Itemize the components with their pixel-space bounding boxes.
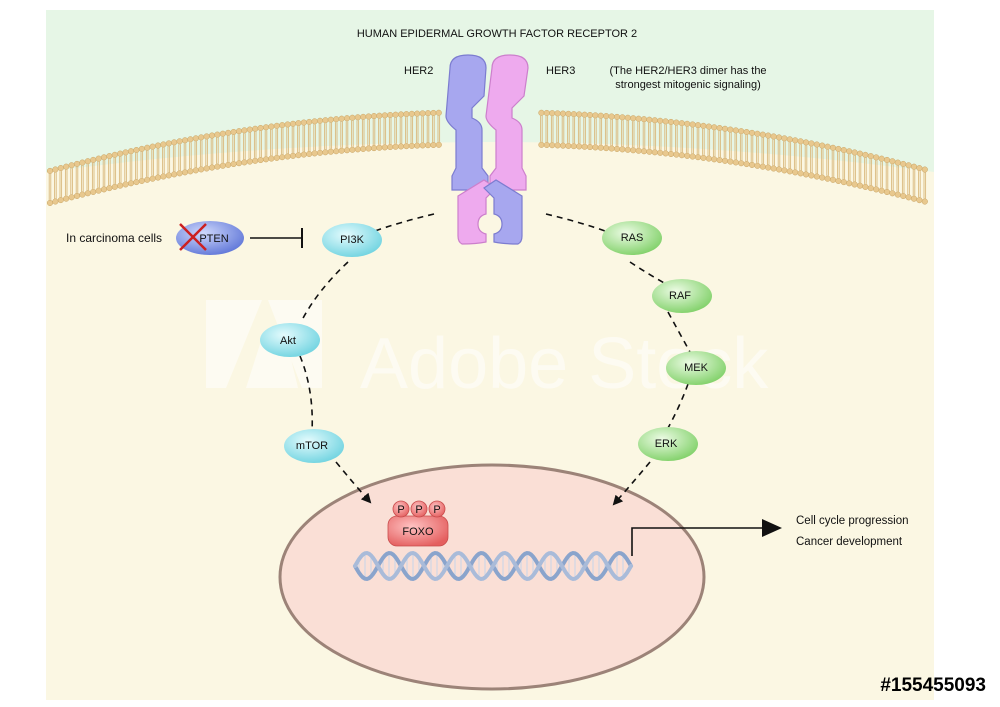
svg-text:MEK: MEK: [684, 362, 709, 374]
foxo-label: FOXO: [402, 526, 434, 538]
ras-raf-connector: [629, 261, 667, 285]
svg-text:Akt: Akt: [280, 335, 296, 347]
svg-text:mTOR: mTOR: [296, 440, 328, 452]
her2-extracellular-domain: [445, 54, 489, 191]
pten-node: [176, 221, 244, 255]
svg-text:ERK: ERK: [655, 438, 678, 450]
mtor-nucleus-arrow: [335, 461, 372, 504]
her2-label: HER2: [404, 65, 433, 77]
dimer-note-line2: strongest mitogenic signaling): [615, 79, 761, 91]
her3-label: HER3: [546, 65, 575, 77]
nucleus: [278, 463, 706, 691]
phosphate-2: [410, 500, 428, 518]
phospholipid-bilayer: [46, 109, 928, 206]
stock-id: #155455093: [880, 675, 986, 696]
phosphate-3: [428, 500, 446, 518]
her3-intracellular-domain: [457, 179, 497, 245]
erk-node: ERK: [638, 427, 698, 461]
outcome-cancer: Cancer development: [796, 536, 903, 548]
outcome-cell-cycle: Cell cycle progression: [796, 515, 909, 527]
dna-helix: [353, 550, 633, 582]
foxo-complex: FOXO P P P: [387, 500, 449, 547]
ras-connector: [545, 213, 609, 233]
raf-node: RAF: [652, 279, 712, 313]
raf-mek-connector: [667, 311, 691, 353]
her2-intracellular-domain: [483, 179, 523, 245]
pi3k-node: PI3K: [322, 223, 382, 257]
mek-erk-connector: [667, 383, 689, 429]
svg-text:P: P: [415, 504, 422, 516]
dimer-note-line1: (The HER2/HER3 dimer has the: [609, 65, 766, 77]
pten-deletion-cross: [179, 223, 207, 251]
svg-text:PI3K: PI3K: [340, 234, 365, 246]
mtor-node: mTOR: [284, 429, 344, 463]
svg-text:RAS: RAS: [621, 232, 644, 244]
transcription-outcome-arrow: [631, 519, 782, 556]
her2-her3-receptor: [445, 54, 529, 245]
pi3k-connector: [371, 213, 435, 233]
pi3k-akt-connector: [301, 261, 349, 321]
pten-inhibition-line: [250, 228, 303, 248]
svg-text:RAF: RAF: [669, 290, 691, 302]
svg-text:P: P: [433, 504, 440, 516]
svg-text:P: P: [397, 504, 404, 516]
akt-mtor-connector: [299, 355, 314, 433]
erk-nucleus-arrow: [612, 461, 651, 506]
akt-node: Akt: [260, 323, 320, 357]
pten-label: PTEN: [199, 233, 228, 245]
ras-node: RAS: [602, 221, 662, 255]
diagram-title: HUMAN EPIDERMAL GROWTH FACTOR RECEPTOR 2: [357, 28, 637, 40]
phosphate-1: [392, 500, 410, 518]
her3-extracellular-domain: [485, 54, 529, 191]
pten-context-label: In carcinoma cells: [66, 231, 162, 245]
mek-node: MEK: [666, 351, 726, 385]
